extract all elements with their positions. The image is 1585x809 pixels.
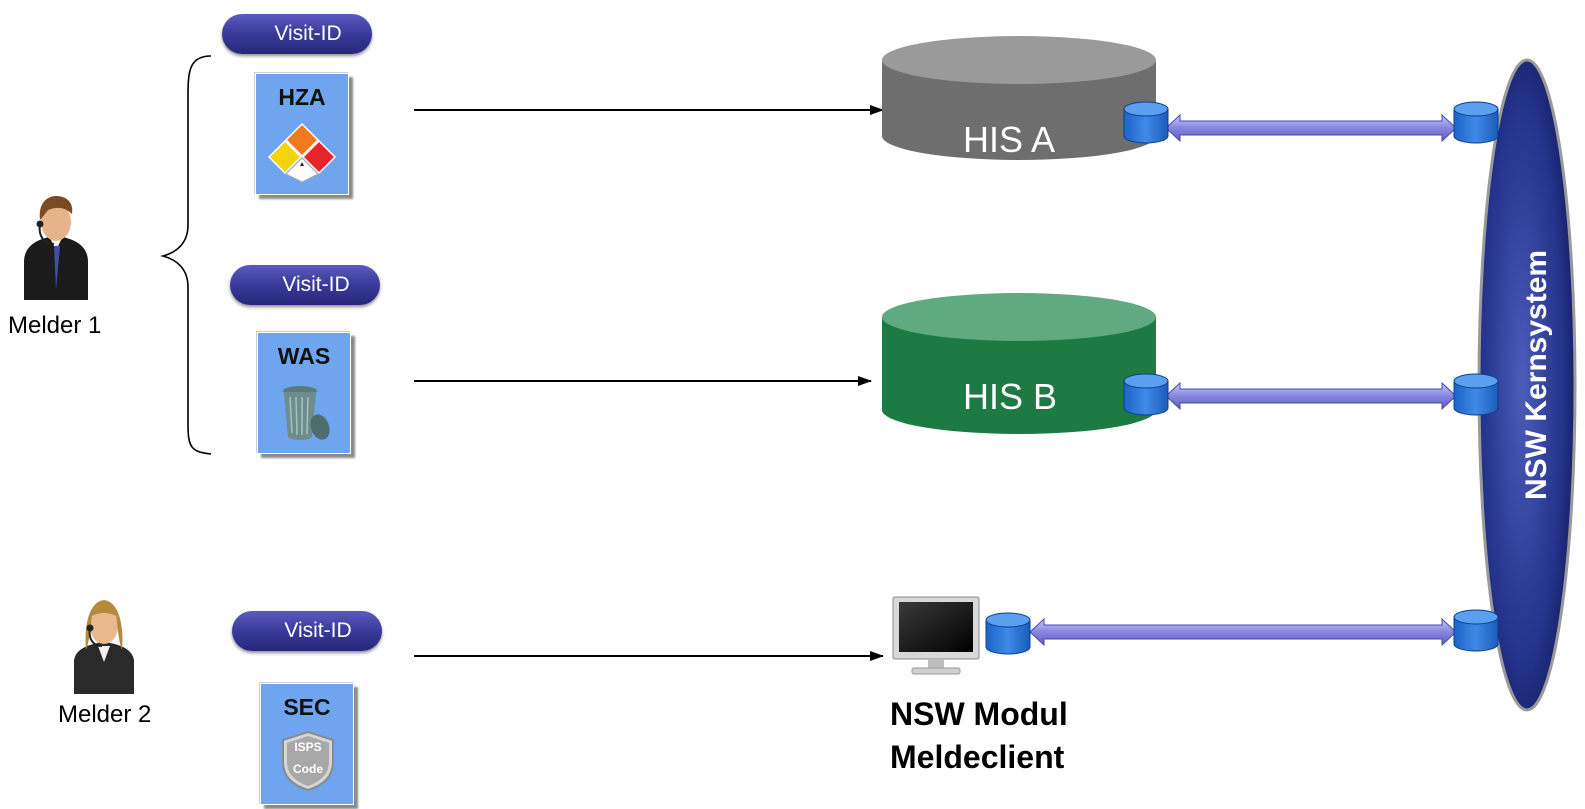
visit-id-label: Visit-ID xyxy=(274,22,342,45)
sec-document: SEC ISPS Code xyxy=(260,683,354,805)
trash-bin-icon xyxy=(283,386,330,440)
connector-his-a xyxy=(1165,113,1457,143)
mini-db-his-a-right xyxy=(1453,101,1499,144)
visit-id-pill-was: Visit-ID xyxy=(230,265,380,305)
mini-db-his-b-right xyxy=(1453,373,1499,416)
melder2-person-icon xyxy=(74,600,134,694)
mini-db-his-b-left xyxy=(1123,373,1169,416)
connector-his-b xyxy=(1165,381,1457,411)
melder2-label: Melder 2 xyxy=(58,701,152,728)
his-a-label: HIS A xyxy=(963,119,1056,160)
was-label: WAS xyxy=(277,343,331,369)
his-a-database xyxy=(882,36,1156,160)
mini-db-module-left xyxy=(985,612,1031,655)
his-b-label: HIS B xyxy=(963,376,1058,417)
melder1-person-icon xyxy=(24,196,88,300)
visit-id-label: Visit-ID xyxy=(282,273,350,296)
his-b-database xyxy=(882,293,1156,434)
code-text: Code xyxy=(293,762,323,776)
mini-db-his-a-left xyxy=(1123,101,1169,144)
hza-document: HZA xyxy=(255,73,349,195)
isps-shield-icon: ISPS Code xyxy=(279,730,337,792)
mini-db-module-right xyxy=(1453,609,1499,652)
visit-id-pill-sec: Visit-ID xyxy=(232,611,382,651)
hza-label: HZA xyxy=(278,84,326,110)
group-brace xyxy=(159,55,212,455)
monitor-icon xyxy=(892,596,980,675)
sec-label: SEC xyxy=(283,694,331,720)
hazmat-diamond-icon xyxy=(267,122,337,183)
module-label-line1: NSW Modul xyxy=(890,696,1068,732)
was-document: WAS xyxy=(257,332,351,454)
connector-module xyxy=(1029,617,1457,647)
visit-id-label: Visit-ID xyxy=(284,619,352,642)
visit-id-pill-hza: Visit-ID xyxy=(222,14,372,54)
module-label-line2: Meldeclient xyxy=(890,739,1065,775)
melder1-label: Melder 1 xyxy=(8,312,102,339)
isps-text: ISPS xyxy=(294,740,322,754)
kernsystem-label: NSW Kernsystem xyxy=(1520,249,1553,500)
